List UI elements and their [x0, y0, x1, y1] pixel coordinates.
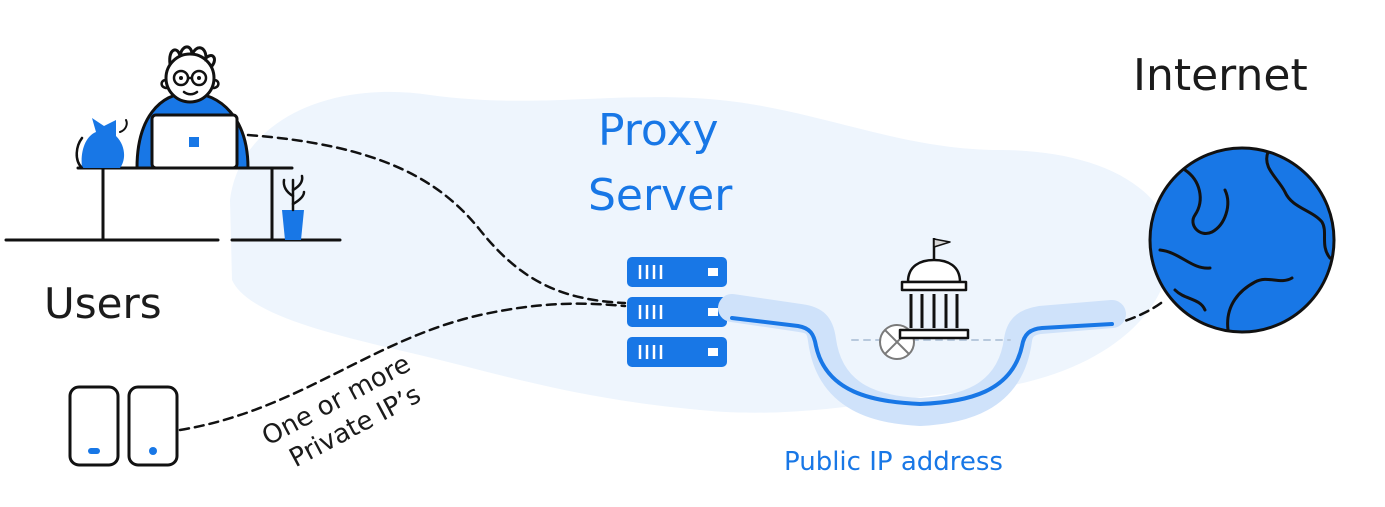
public-ip-tunnel: [718, 294, 1126, 426]
plant-icon: [282, 174, 306, 240]
phones-to-proxy-line: [178, 302, 627, 432]
users-label: Users: [44, 279, 162, 328]
laptop-icon: [150, 113, 239, 170]
proxy-label-line2: Server: [588, 170, 733, 221]
cat-icon: [75, 118, 128, 170]
laptop-to-proxy-line: [246, 133, 627, 305]
server-stack-icon: [627, 257, 727, 367]
public-ip-label: Public IP address: [784, 447, 1003, 477]
phone-icon-right: [127, 385, 179, 467]
phone-icon-left: [68, 385, 120, 467]
proxy-label-line1: Proxy: [598, 105, 719, 156]
government-building-icon: [898, 238, 970, 340]
person-head: [160, 45, 220, 104]
globe-icon: [1148, 146, 1336, 334]
internet-label: Internet: [1133, 50, 1308, 101]
